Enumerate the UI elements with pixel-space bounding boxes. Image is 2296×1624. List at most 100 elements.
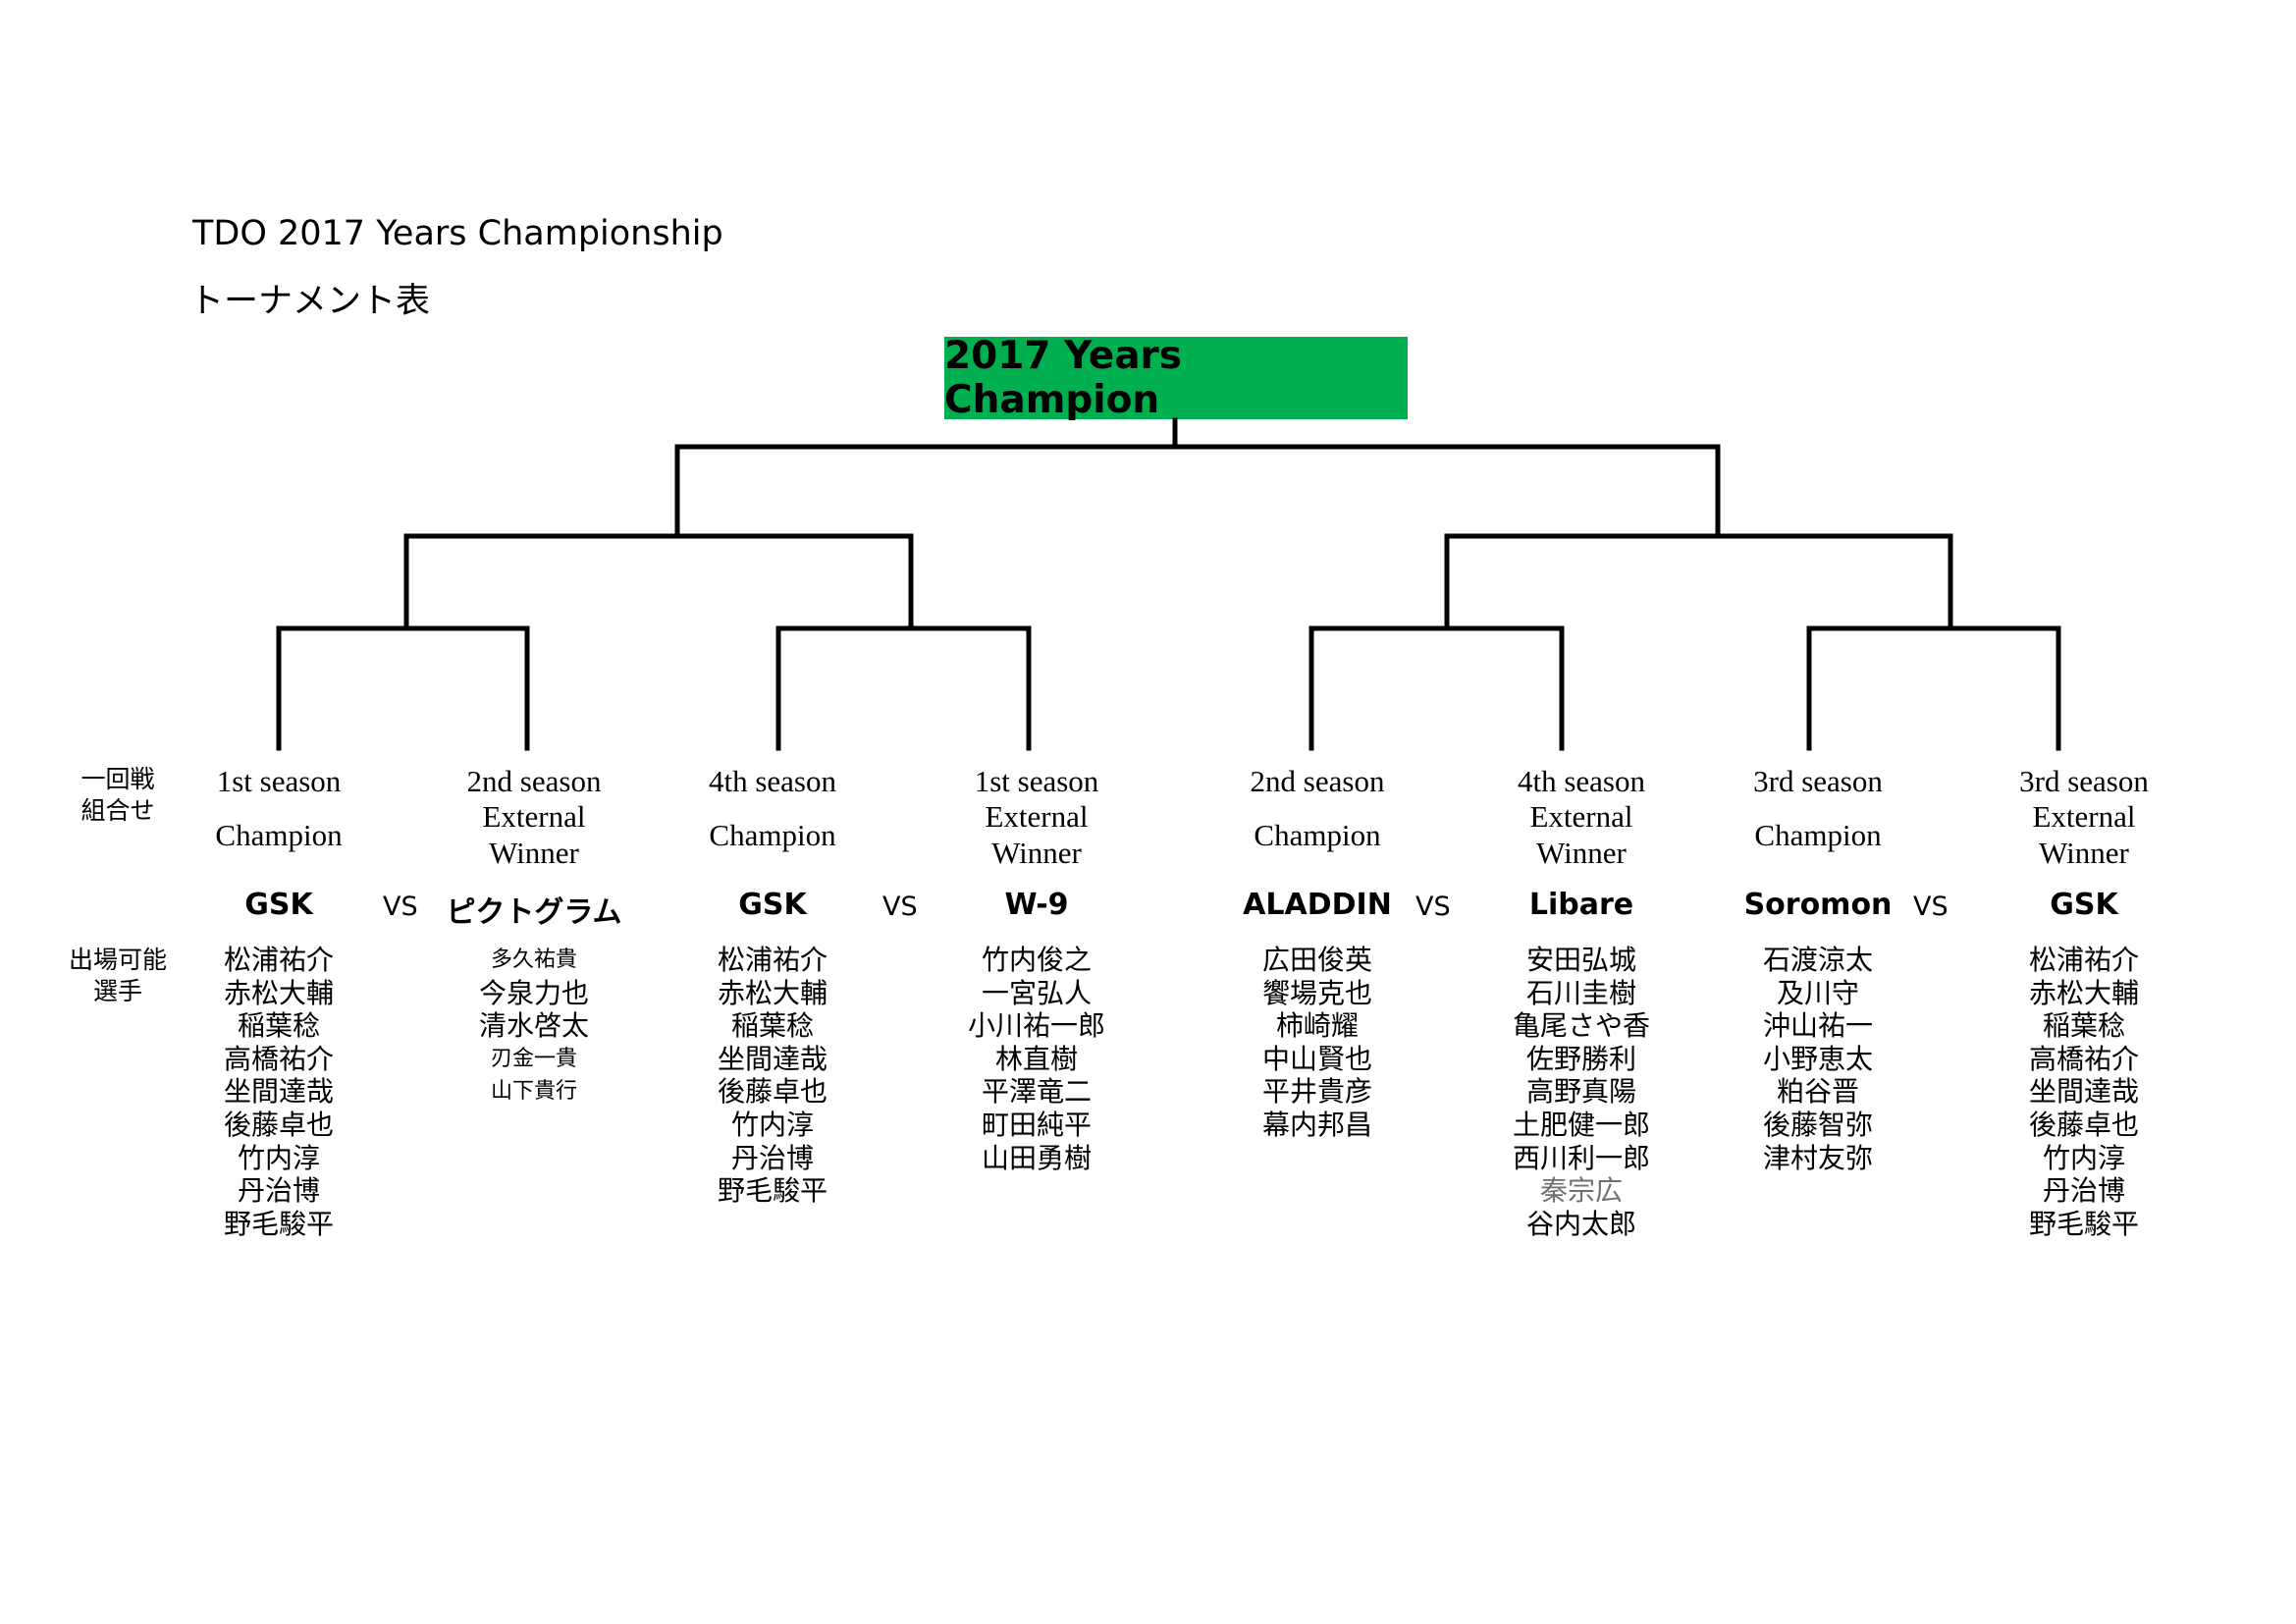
team-qualification: External: [2032, 799, 2136, 834]
player-name: 坐間達哉: [223, 1075, 334, 1109]
team-qualification: Winner: [489, 836, 579, 870]
team-qualification: Champion: [709, 818, 836, 852]
player-name: 坐間達哉: [717, 1042, 828, 1075]
player-name: 広田俊英: [1261, 944, 1372, 976]
player-list: 松浦祐介 赤松大輔 稲葉稔 坐間達哉 後藤卓也 竹内淳 丹治博 野毛駿平: [655, 944, 890, 1208]
player-name: 高橋祐介: [223, 1042, 334, 1075]
player-name: 沖山祐一: [1762, 1009, 1873, 1043]
team-qualification: Champion: [215, 818, 343, 852]
player-name: 中山賢也: [1261, 1042, 1372, 1075]
team-qualification: Champion: [1754, 818, 1882, 852]
player-name: 竹内俊之: [981, 944, 1092, 976]
player-name: 山下貴行: [490, 1079, 577, 1105]
team-name: W-9: [1004, 888, 1069, 922]
player-name: 竹内淳: [2042, 1141, 2125, 1174]
player-name: 赤松大輔: [223, 976, 334, 1009]
player-name: 松浦祐介: [717, 944, 828, 976]
player-name: 丹治博: [2042, 1174, 2125, 1208]
player-list: 多久祐貴 今泉力也 清水啓太 刃金一貴 山下貴行: [416, 944, 652, 1109]
team-qualification: External: [482, 799, 586, 834]
champion-box: 2017 Years Champion: [944, 334, 1408, 422]
player-name: 野毛駿平: [717, 1174, 828, 1208]
player-name: 野毛駿平: [2028, 1207, 2139, 1240]
team-name: GSK: [738, 888, 807, 922]
player-name: 林直樹: [994, 1042, 1078, 1075]
team-qualification: Winner: [991, 836, 1082, 870]
player-name: 丹治博: [730, 1141, 814, 1174]
player-name: 坐間達哉: [2028, 1075, 2139, 1109]
player-name: 幕内邦昌: [1261, 1108, 1372, 1141]
player-name: 柿崎耀: [1275, 1009, 1359, 1043]
player-name: 平澤竜二: [981, 1075, 1092, 1109]
player-name: 今泉力也: [478, 976, 589, 1009]
players-label-line2: 選手: [92, 977, 142, 1005]
player-name: 竹内淳: [730, 1108, 814, 1141]
player-name: 山田勇樹: [981, 1141, 1092, 1174]
team-name: ピクトグラム: [446, 895, 622, 930]
player-name: 秦宗広: [1539, 1174, 1623, 1208]
player-name: 津村友弥: [1762, 1141, 1873, 1174]
player-name: 清水啓太: [478, 1009, 589, 1043]
team-name: ALADDIN: [1243, 888, 1392, 922]
team-season: 4th season: [708, 764, 836, 798]
player-name: 多久祐貴: [490, 947, 577, 972]
vs-label: VS: [882, 892, 918, 922]
player-name: 及川守: [1776, 976, 1859, 1009]
team-qualification: External: [985, 799, 1089, 834]
player-name: 平井貴彦: [1261, 1075, 1372, 1109]
player-list: 石渡涼太 及川守 沖山祐一 小野恵太 粕谷晋 後藤智弥 津村友弥: [1700, 944, 1936, 1174]
player-name: 松浦祐介: [223, 944, 334, 976]
vs-label: VS: [383, 892, 418, 922]
player-name: 亀尾さや香: [1512, 1009, 1650, 1043]
team-name: Libare: [1528, 888, 1634, 922]
round1-label-line1: 一回戦: [80, 765, 155, 793]
team-qualification: Winner: [2039, 836, 2129, 870]
player-name: 粕谷晋: [1776, 1075, 1859, 1109]
team-season: 3rd season: [2019, 764, 2149, 798]
player-list: 松浦祐介 赤松大輔 稲葉稔 高橋祐介 坐間達哉 後藤卓也 竹内淳 丹治博 野毛駿…: [161, 944, 397, 1240]
player-name: 町田純平: [981, 1108, 1092, 1141]
player-name: 竹内淳: [237, 1141, 320, 1174]
player-list: 安田弘城 石川圭樹 亀尾さや香 佐野勝利 高野真陽 土肥健一郎 西川利一郎 秦宗…: [1464, 944, 1699, 1240]
player-name: 後藤卓也: [717, 1075, 828, 1109]
player-name: 西川利一郎: [1512, 1141, 1650, 1174]
player-name: 松浦祐介: [2028, 944, 2139, 976]
player-name: 後藤卓也: [223, 1108, 334, 1141]
player-name: 高橋祐介: [2028, 1042, 2139, 1075]
player-name: 安田弘城: [1525, 944, 1636, 976]
team-season: 4th season: [1517, 764, 1645, 798]
players-row-label: 出場可能 選手: [59, 945, 177, 1007]
player-name: 後藤卓也: [2028, 1108, 2139, 1141]
page-title: TDO 2017 Years Championship: [192, 214, 723, 253]
team-name: GSK: [2050, 888, 2118, 922]
player-list: 竹内俊之 一宮弘人 小川祐一郎 林直樹 平澤竜二 町田純平 山田勇樹: [919, 944, 1154, 1174]
team-season: 2nd season: [1250, 764, 1385, 798]
round1-row-label: 一回戦 組合せ: [59, 764, 177, 827]
player-name: 丹治博: [237, 1174, 320, 1208]
player-name: 佐野勝利: [1525, 1042, 1636, 1075]
player-list: 松浦祐介 赤松大輔 稲葉稔 高橋祐介 坐間達哉 後藤卓也 竹内淳 丹治博 野毛駿…: [1966, 944, 2202, 1240]
player-name: 後藤智弥: [1762, 1108, 1873, 1141]
player-list: 広田俊英 饗場克也 柿崎耀 中山賢也 平井貴彦 幕内邦昌: [1200, 944, 1435, 1142]
team-qualification: Champion: [1254, 818, 1381, 852]
team-season: 1st season: [216, 764, 342, 798]
player-name: 赤松大輔: [717, 976, 828, 1009]
player-name: 稲葉稔: [730, 1009, 814, 1043]
player-name: 稲葉稔: [237, 1009, 320, 1043]
player-name: 土肥健一郎: [1512, 1108, 1650, 1141]
page-subtitle: トーナメント表: [189, 282, 431, 321]
player-name: 一宮弘人: [981, 976, 1092, 1009]
vs-label: VS: [1415, 892, 1451, 922]
player-name: 饗場克也: [1261, 976, 1372, 1009]
player-name: 野毛駿平: [223, 1207, 334, 1240]
vs-label: VS: [1913, 892, 1949, 922]
team-season: 3rd season: [1753, 764, 1883, 798]
team-name: Soromon: [1743, 888, 1893, 922]
players-label-line1: 出場可能: [68, 946, 167, 974]
team-qualification: Winner: [1536, 836, 1627, 870]
player-name: 谷内太郎: [1525, 1207, 1636, 1240]
team-season: 2nd season: [466, 764, 602, 798]
player-name: 赤松大輔: [2028, 976, 2139, 1009]
player-name: 高野真陽: [1525, 1075, 1636, 1109]
